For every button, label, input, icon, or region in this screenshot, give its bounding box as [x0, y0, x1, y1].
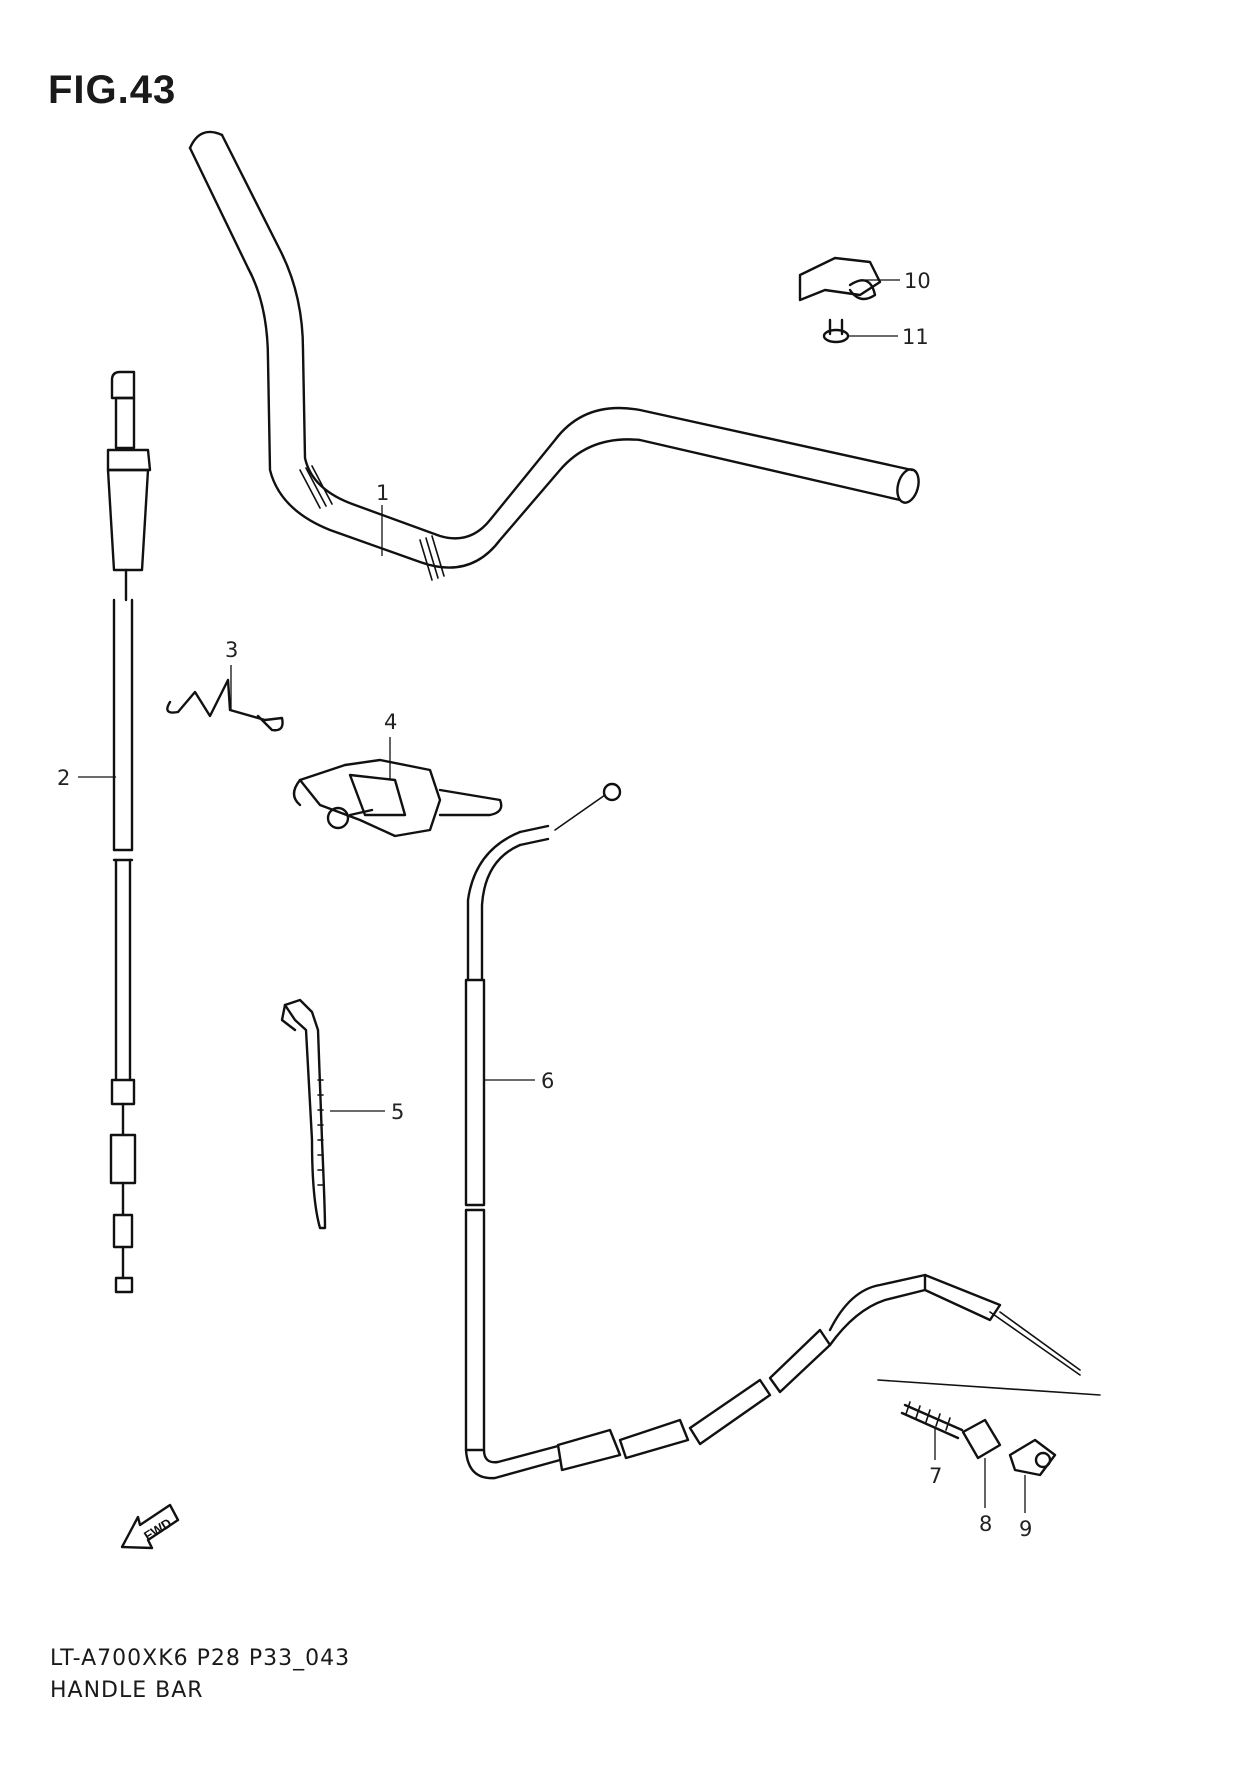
throttle-cable-part [106, 370, 152, 1294]
diagram-code: LT-A700XK6 P28 P33_043 [50, 1646, 351, 1671]
brake-arm-part [1008, 1438, 1057, 1477]
fwd-label: FWD [141, 1515, 174, 1543]
adjuster-spring-part [877, 1379, 1101, 1440]
cable-guide-part [292, 758, 503, 838]
callout-2: 2 [57, 766, 70, 790]
wire-clip-part [166, 678, 284, 732]
fwd-arrow-icon: FWD [120, 1503, 180, 1550]
handle-bar-part [188, 130, 920, 581]
callout-11: 11 [902, 325, 929, 349]
bolt-part [822, 318, 850, 344]
bracket-part [798, 256, 882, 302]
callout-6: 6 [541, 1069, 554, 1093]
cable-joint-part [961, 1418, 1002, 1460]
callout-4: 4 [384, 710, 397, 734]
cable-tie-part [280, 998, 327, 1230]
brake-cable-part [464, 782, 1081, 1480]
diagram-name: HANDLE BAR [50, 1678, 204, 1703]
figure-title: FIG.43 [48, 68, 177, 112]
leader-lines [78, 279, 1026, 1513]
callout-3: 3 [225, 638, 238, 662]
callout-8: 8 [979, 1512, 992, 1536]
callout-5: 5 [391, 1100, 404, 1124]
callout-9: 9 [1019, 1517, 1032, 1541]
callout-7: 7 [929, 1464, 942, 1488]
callout-1: 1 [376, 481, 389, 505]
callout-10: 10 [904, 269, 931, 293]
